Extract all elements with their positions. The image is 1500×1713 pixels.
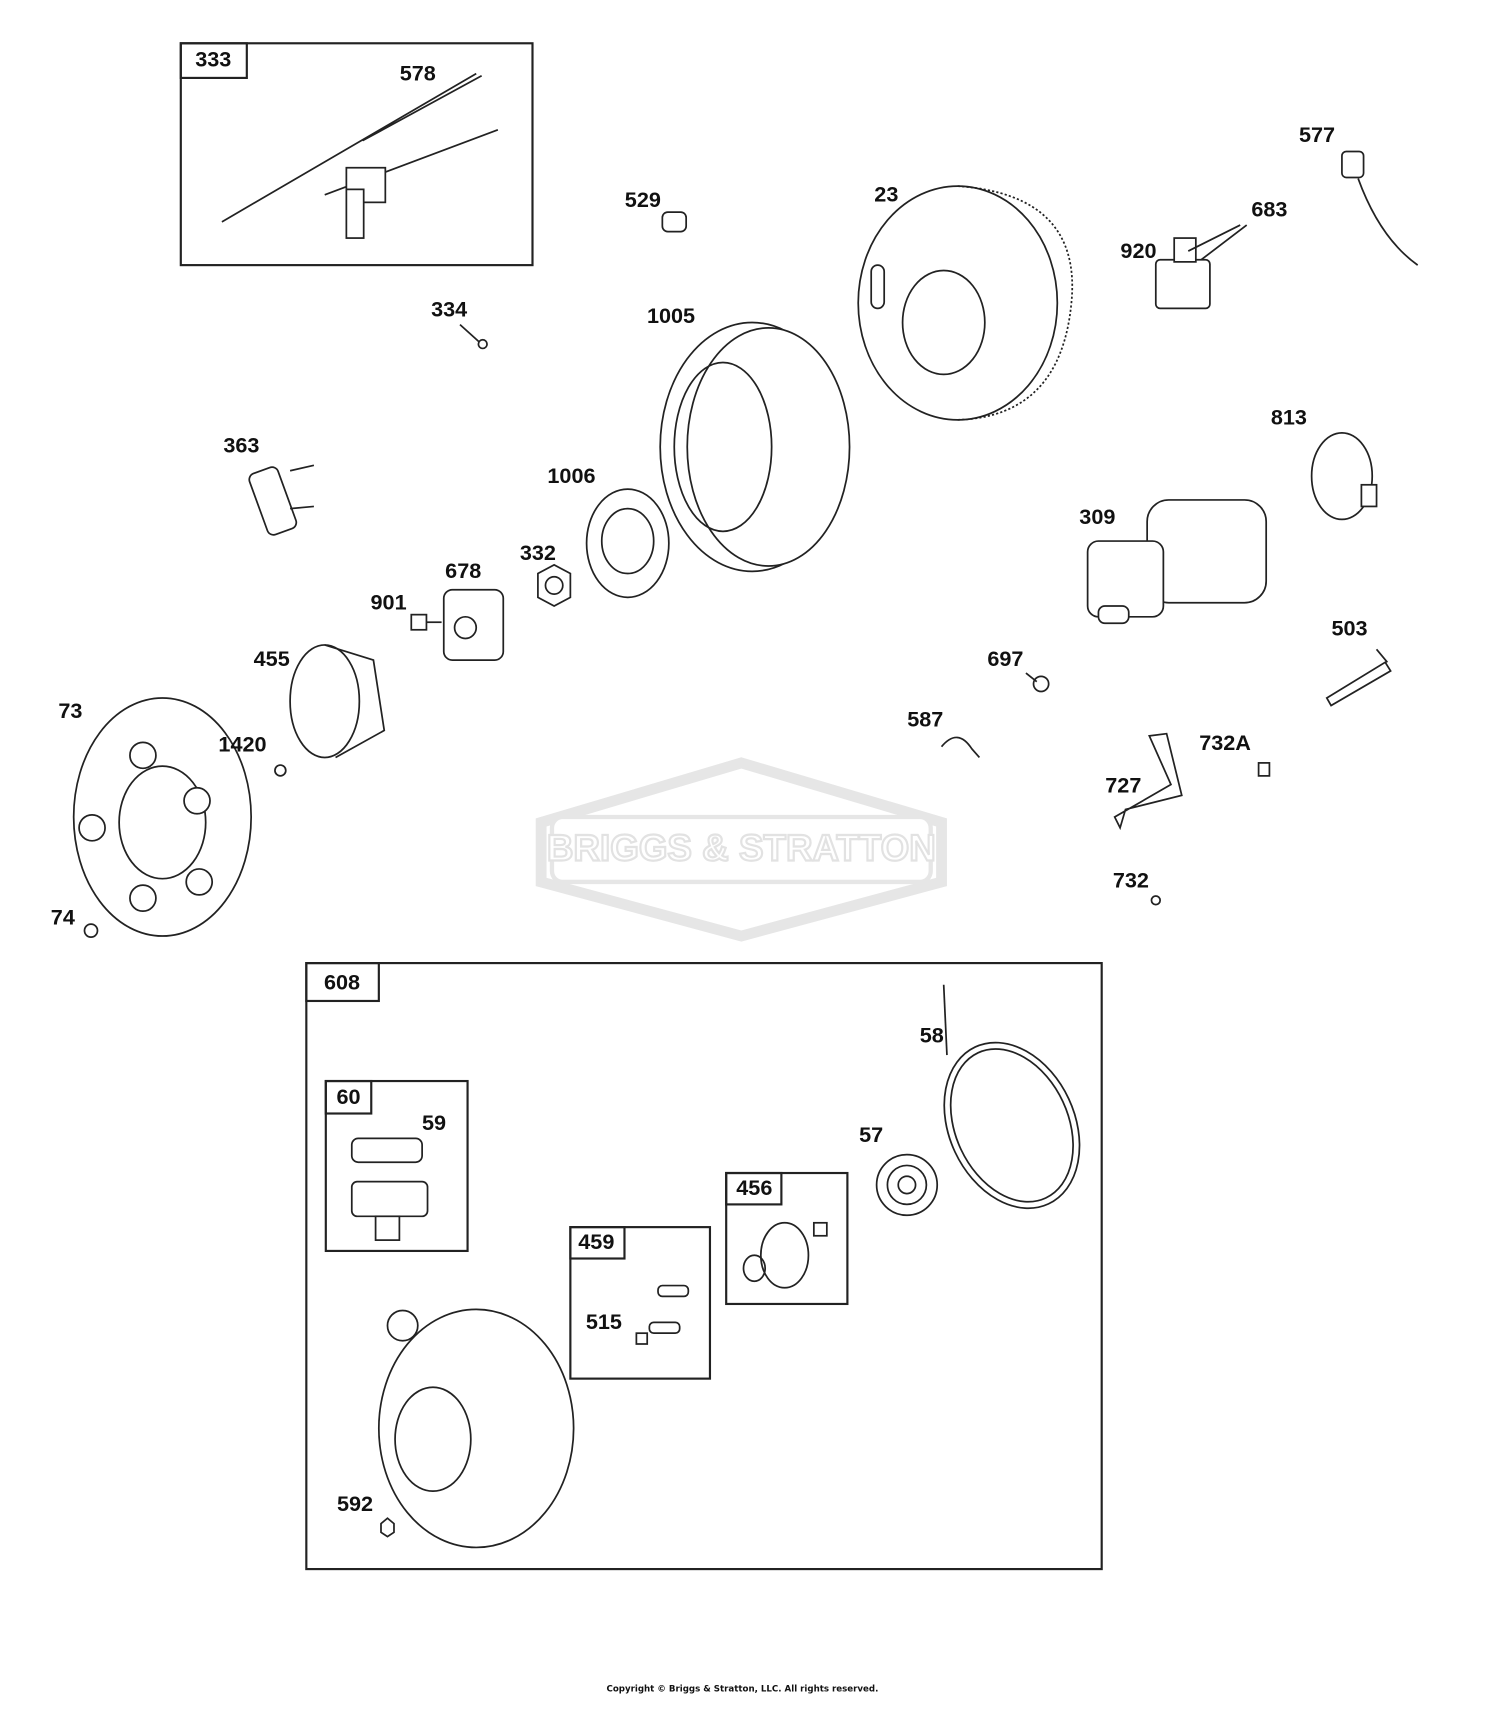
copyright-notice: Copyright © Briggs & Stratton, LLC. All … <box>606 1684 878 1694</box>
watermark-text: BRIGGS & STRATTON <box>547 827 936 868</box>
solenoid-920 <box>1154 224 1248 310</box>
pawls-515 <box>635 1284 690 1345</box>
label-334: 334 <box>431 296 467 321</box>
screen-1006 <box>585 488 670 599</box>
group-box-333: 333 <box>179 42 534 267</box>
label-59: 59 <box>422 1110 446 1135</box>
bolt-901 <box>410 613 442 631</box>
spring-57 <box>875 1153 939 1217</box>
cup-455 <box>289 644 386 759</box>
handle-59 <box>350 1137 429 1241</box>
label-732: 732 <box>1113 868 1149 893</box>
group-label-456: 456 <box>736 1175 772 1200</box>
group-label-333: 333 <box>195 46 231 71</box>
part-678 <box>442 588 505 661</box>
label-683: 683 <box>1251 197 1287 222</box>
rope-58 <box>942 984 1081 1210</box>
group-box-456: 456 <box>725 1171 849 1306</box>
label-58: 58 <box>920 1022 944 1047</box>
label-901: 901 <box>371 590 407 615</box>
brand-watermark: BRIGGS & STRATTON <box>535 757 947 942</box>
clamp-813 <box>1310 431 1378 521</box>
group-label-60: 60 <box>337 1084 361 1109</box>
group-box-60: 60 <box>324 1079 469 1253</box>
label-74: 74 <box>51 904 75 929</box>
label-578: 578 <box>400 60 436 85</box>
starter-309 <box>1086 499 1268 625</box>
label-515: 515 <box>586 1309 622 1334</box>
cover-73 <box>72 697 253 937</box>
label-727: 727 <box>1105 772 1141 797</box>
label-813: 813 <box>1271 405 1307 430</box>
label-73: 73 <box>58 698 82 723</box>
pulley-456 <box>742 1221 828 1289</box>
label-592: 592 <box>337 1491 373 1516</box>
label-678: 678 <box>445 558 481 583</box>
label-1006: 1006 <box>547 463 595 488</box>
part-labels: 578 529 23 577 683 920 334 1005 813 363 … <box>51 60 1368 1516</box>
bolt-334 <box>459 323 488 350</box>
nut-332 <box>537 563 572 607</box>
part-529 <box>661 211 688 233</box>
label-57: 57 <box>859 1122 883 1147</box>
group-label-608: 608 <box>324 969 360 994</box>
label-1005: 1005 <box>647 303 695 328</box>
label-363: 363 <box>223 433 259 458</box>
housing <box>377 1308 575 1549</box>
label-332: 332 <box>520 540 556 565</box>
screw-1420 <box>274 764 287 777</box>
nut-592 <box>380 1517 395 1538</box>
label-309: 309 <box>1079 504 1115 529</box>
flywheel-23 <box>857 185 1074 421</box>
screw-74 <box>83 923 99 938</box>
screw-732 <box>1150 895 1161 906</box>
label-697: 697 <box>987 646 1023 671</box>
fan-1005 <box>659 321 851 573</box>
label-587: 587 <box>907 706 943 731</box>
label-455: 455 <box>254 646 290 671</box>
clip-587 <box>940 736 981 759</box>
bolt-697 <box>1025 672 1050 693</box>
label-1420: 1420 <box>218 731 266 756</box>
label-23: 23 <box>874 182 898 207</box>
group-label-459: 459 <box>578 1229 614 1254</box>
wire-harness-578 <box>221 72 499 239</box>
bracket-363 <box>248 464 315 536</box>
label-529: 529 <box>625 187 661 212</box>
group-box-459: 459 <box>569 1226 712 1380</box>
spark-plug-wire-577 <box>1341 150 1419 266</box>
bracket-503 <box>1325 648 1392 707</box>
bracket-727 <box>1113 732 1183 831</box>
group-box-608: 608 <box>305 962 1103 1571</box>
label-732A: 732A <box>1199 730 1251 755</box>
label-920: 920 <box>1120 238 1156 263</box>
screw-732A <box>1257 762 1271 777</box>
label-503: 503 <box>1331 616 1367 641</box>
label-577: 577 <box>1299 122 1335 147</box>
